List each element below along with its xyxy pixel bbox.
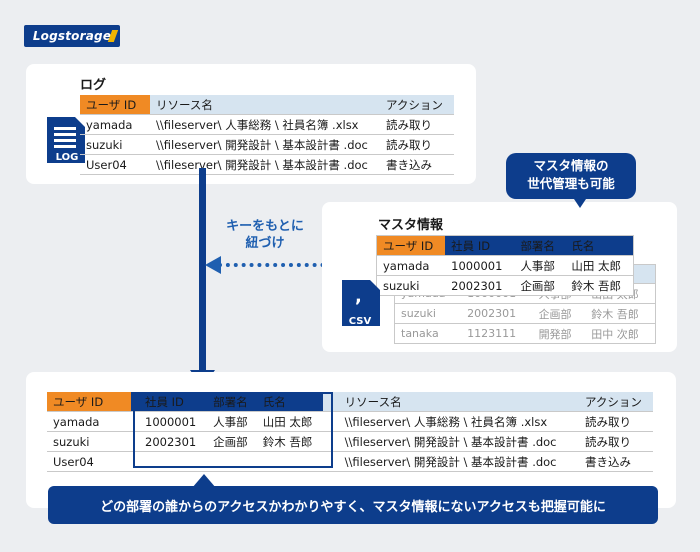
result-table: ユーザ ID 社員 ID 部署名 氏名 リソース名 アクション yamada 1…	[47, 392, 653, 472]
result-header-user: ユーザ ID	[47, 392, 131, 412]
key-arrow-head-icon	[205, 256, 221, 274]
result-cell: yamada	[47, 411, 131, 432]
master-cell: suzuki	[376, 275, 446, 296]
table-row: User04 \\fileserver\ 開発設計 \ 基本設計書 .doc 書…	[80, 154, 454, 175]
result-cell: 企画部	[207, 431, 257, 452]
master-cell: 2002301	[445, 275, 515, 296]
log-cell: 読み取り	[380, 114, 454, 135]
log-cell: \\fileserver\ 開発設計 \ 基本設計書 .doc	[150, 134, 380, 155]
log-header-action: アクション	[380, 95, 454, 115]
log-cell: yamada	[80, 114, 150, 135]
master-cell: 鈴木 吾郎	[565, 275, 634, 296]
key-dashed-line	[218, 263, 372, 267]
log-cell: suzuki	[80, 134, 150, 155]
result-cell: 1000001	[131, 411, 208, 432]
log-cell: 書き込み	[380, 154, 454, 175]
callout-line: 世代管理も可能	[527, 176, 615, 191]
result-cell: suzuki	[47, 431, 131, 452]
flow-arrow-line	[199, 168, 206, 374]
log-cell: User04	[80, 154, 150, 175]
result-cell: 読み取り	[579, 411, 653, 432]
master-cell: yamada	[376, 255, 446, 276]
result-cell: 鈴木 吾郎	[256, 431, 323, 452]
master-title: マスタ情報	[378, 218, 444, 233]
table-row: yamada 1000001 人事部 山田 太郎 \\fileserver\ 人…	[47, 411, 653, 432]
table-row: yamada \\fileserver\ 人事総務 \ 社員名簿 .xlsx 読…	[80, 114, 454, 135]
master-header-user: ユーザ ID	[376, 235, 446, 256]
log-cell: \\fileserver\ 人事総務 \ 社員名簿 .xlsx	[150, 114, 380, 135]
key-link-label: キーをもとに 紐づけ	[210, 218, 320, 252]
log-table: ユーザ ID リソース名 アクション yamada \\fileserver\ …	[80, 95, 454, 175]
log-header-resource: リソース名	[150, 95, 380, 115]
result-cell: \\fileserver\ 開発設計 \ 基本設計書 .doc	[322, 431, 579, 452]
log-file-icon	[47, 117, 85, 163]
master-cell: 山田 太郎	[565, 255, 634, 276]
csv-file-icon: ,	[342, 280, 380, 326]
history-cell: 2002301	[461, 303, 533, 324]
log-cell: 読み取り	[380, 134, 454, 155]
history-cell: 田中 次郎	[585, 323, 656, 344]
result-cell: 書き込み	[579, 451, 653, 472]
history-cell: 開発部	[532, 323, 586, 344]
result-cell: \\fileserver\ 人事総務 \ 社員名簿 .xlsx	[322, 411, 579, 432]
result-header-resource: リソース名	[322, 392, 579, 412]
logstorage-logo: Logstorage	[24, 25, 120, 47]
table-row: tanaka 1123111 開発部 田中 次郎	[394, 323, 656, 344]
result-cell: 山田 太郎	[256, 411, 323, 432]
result-cell: 2002301	[131, 431, 208, 452]
result-header-name: 氏名	[256, 392, 323, 412]
table-row: yamada 1000001 人事部 山田 太郎	[376, 255, 634, 276]
generation-management-callout: マスタ情報の 世代管理も可能	[506, 153, 636, 199]
result-header-action: アクション	[579, 392, 653, 412]
master-cell: 企画部	[514, 275, 566, 296]
log-header-user: ユーザ ID	[80, 95, 150, 115]
master-header-dept: 部署名	[514, 235, 566, 256]
history-cell: 企画部	[532, 303, 586, 324]
result-cell: 読み取り	[579, 431, 653, 452]
master-columns-highlight	[133, 392, 333, 468]
table-row: suzuki 2002301 企画部 鈴木 吾郎 \\fileserver\ 開…	[47, 431, 653, 452]
result-header-dept: 部署名	[207, 392, 257, 412]
callout-tail-icon	[572, 196, 588, 208]
master-cell: 人事部	[514, 255, 566, 276]
history-cell: suzuki	[394, 303, 462, 324]
svg-text:,: ,	[355, 286, 362, 307]
table-row: suzuki \\fileserver\ 開発設計 \ 基本設計書 .doc 読…	[80, 134, 454, 155]
master-header-name: 氏名	[565, 235, 634, 256]
banner-pointer-icon	[192, 474, 216, 488]
callout-line: マスタ情報の	[533, 158, 609, 173]
master-table: ユーザ ID 社員 ID 部署名 氏名 yamada 1000001 人事部 山…	[376, 235, 634, 296]
csv-icon-label: CSV	[348, 316, 372, 327]
history-cell: tanaka	[394, 323, 462, 344]
result-header-employee: 社員 ID	[131, 392, 208, 412]
table-row: suzuki 2002301 企画部 鈴木 吾郎	[376, 275, 634, 296]
table-row: suzuki 2002301 企画部 鈴木 吾郎	[394, 303, 656, 324]
history-cell: 鈴木 吾郎	[585, 303, 656, 324]
result-cell: \\fileserver\ 開発設計 \ 基本設計書 .doc	[322, 451, 579, 472]
master-cell: 1000001	[445, 255, 515, 276]
history-cell: 1123111	[461, 323, 533, 344]
log-title: ログ	[80, 78, 107, 93]
summary-banner: どの部署の誰からのアクセスかわかりやすく、マスタ情報にないアクセスも把握可能に	[48, 486, 658, 524]
master-header-employee: 社員 ID	[445, 235, 515, 256]
log-icon-label: LOG	[55, 152, 79, 163]
key-link-line: 紐づけ	[245, 236, 285, 251]
result-cell: User04	[47, 451, 131, 472]
log-cell: \\fileserver\ 開発設計 \ 基本設計書 .doc	[150, 154, 380, 175]
result-cell: 人事部	[207, 411, 257, 432]
key-link-line: キーをもとに	[226, 219, 304, 234]
